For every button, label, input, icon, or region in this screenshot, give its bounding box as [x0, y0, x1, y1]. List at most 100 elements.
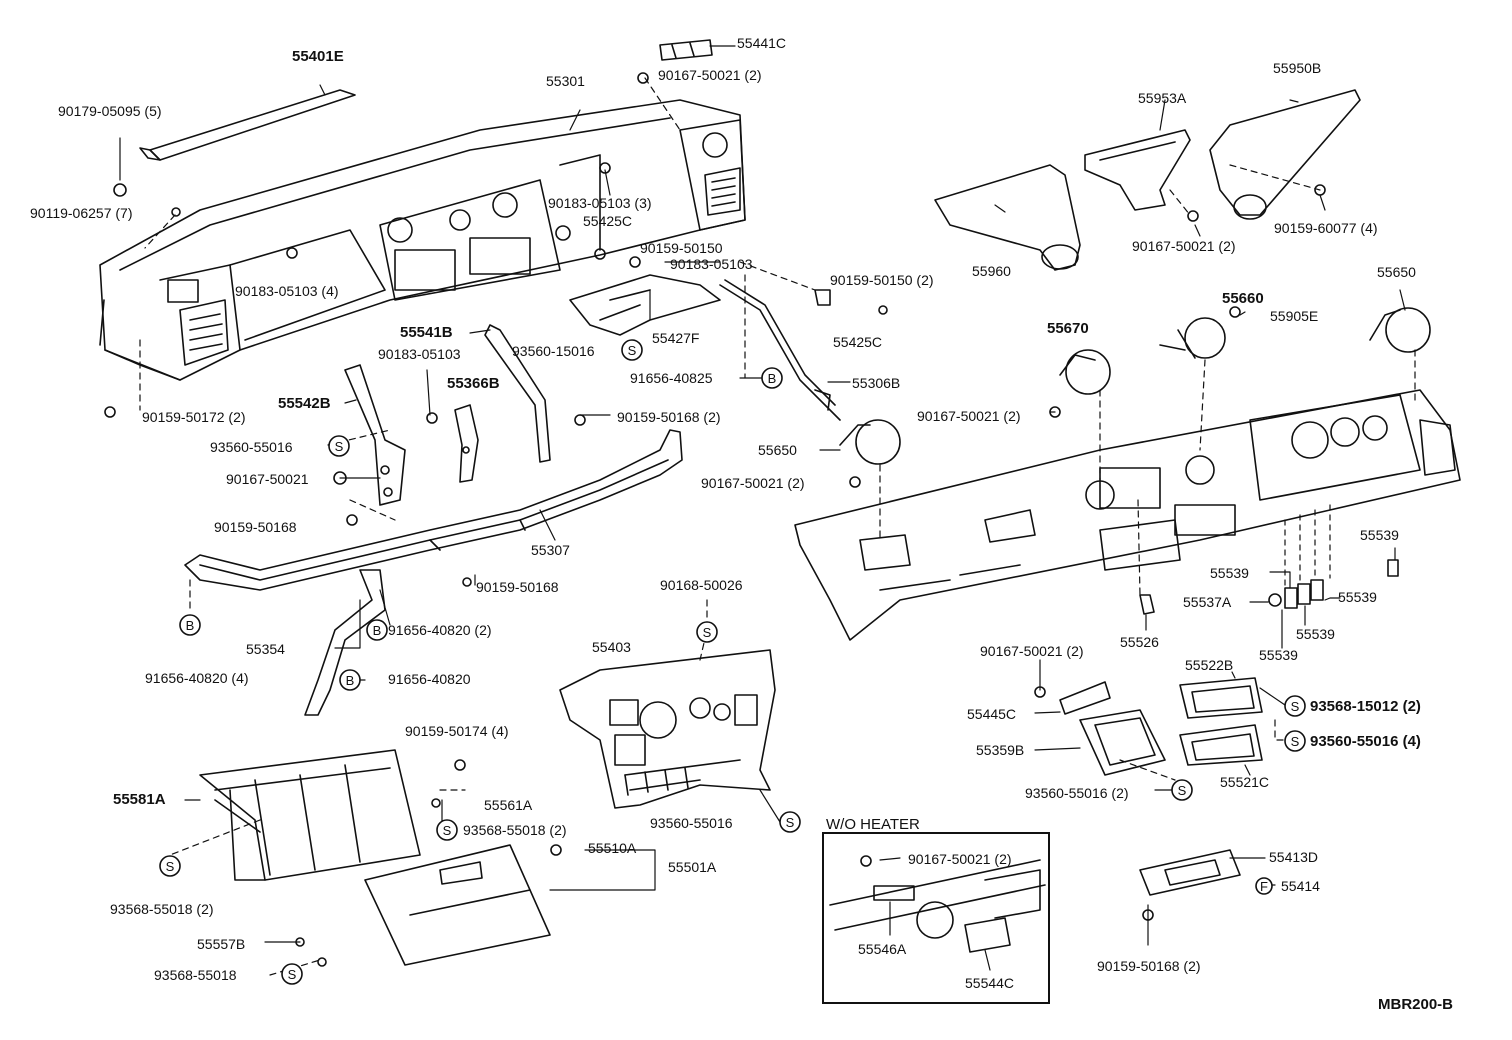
part-label: 55441C [737, 35, 787, 51]
callout-letters: S B S B B B S S S S S S S S F [166, 343, 1300, 982]
part-label: 90159-50150 [640, 240, 723, 256]
without-heater-inset [822, 832, 1050, 1004]
inset-title: W/O HEATER [826, 816, 920, 833]
callout-b: B [373, 623, 382, 638]
part-label: 93560-55016 [210, 439, 293, 455]
part-label: 55539 [1210, 565, 1249, 581]
part-label: 55526 [1120, 634, 1159, 650]
part-label: 93568-55018 (2) [110, 901, 214, 917]
vent-55670 [1059, 349, 1111, 395]
part-label: 55366B [447, 375, 500, 392]
instrument-panel-right [794, 389, 1461, 641]
part-label: 55354 [246, 641, 285, 657]
cluster-finish-panel-55403 [559, 649, 776, 809]
part-label: 91656-40820 (2) [388, 622, 492, 638]
part-label: 90159-60077 (4) [1274, 220, 1378, 236]
bracket-55445c [1059, 681, 1111, 715]
part-label: 90183-05103 (3) [548, 195, 652, 211]
part-label: 55539 [1296, 626, 1335, 642]
callout-b: B [346, 673, 355, 688]
part-label: 55359B [976, 742, 1025, 758]
duct-55960 [934, 164, 1081, 271]
rod-55306b [719, 279, 841, 421]
part-label: 55413D [1269, 849, 1319, 865]
part-label: 93568-55018 (2) [463, 822, 567, 838]
part-label: 90159-50168 [476, 579, 559, 595]
part-label: 55501A [668, 859, 717, 875]
part-label: 55541B [400, 324, 453, 341]
callout-s: S [628, 343, 637, 358]
reinforcement-55307 [184, 429, 683, 591]
part-label: 55660 [1222, 290, 1264, 307]
part-label: 55427F [652, 330, 700, 346]
part-label: 55414 [1281, 878, 1320, 894]
bracket-55427f [569, 274, 721, 336]
bar-55541b [484, 324, 551, 463]
glove-box-door-55501a [364, 844, 551, 966]
part-label: 55557B [197, 936, 246, 952]
callout-s: S [1178, 783, 1187, 798]
part-label: 55650 [1377, 264, 1416, 280]
fasteners [104, 72, 1326, 967]
part-label: 90179-05095 (5) [58, 103, 162, 119]
duct-55950b [1209, 89, 1361, 220]
vent-55650-left [839, 419, 901, 465]
part-label: 90167-50021 [226, 471, 309, 487]
callout-s: S [703, 625, 712, 640]
duct-55953a [1084, 129, 1191, 211]
part-label: 90159-50168 [214, 519, 297, 535]
diagram-code: MBR200-B [1378, 996, 1454, 1013]
part-label: 55425C [833, 334, 883, 350]
clip-55441c [659, 39, 713, 61]
brace-55354 [304, 569, 386, 716]
part-label: 55307 [531, 542, 570, 558]
part-label: 55953A [1138, 90, 1187, 106]
part-label: 55650 [758, 442, 797, 458]
part-label: 90167-50021 (2) [658, 67, 762, 83]
part-label: 55960 [972, 263, 1011, 279]
leader-lines [119, 45, 1416, 976]
part-label: 93560-15016 [512, 343, 595, 359]
part-label: 55581A [113, 791, 166, 808]
part-label: 55542B [278, 395, 331, 412]
part-label: 90167-50021 (2) [701, 475, 805, 491]
part-label: 93560-55016 (2) [1025, 785, 1129, 801]
box-55521c [1179, 724, 1263, 766]
part-label: 93568-55018 [154, 967, 237, 983]
part-label: 55445C [967, 706, 1017, 722]
callout-circles [159, 339, 1306, 985]
part-label: 55561A [484, 797, 533, 813]
part-label: 55544C [965, 975, 1015, 991]
part-label: 55546A [858, 941, 907, 957]
part-label: 55905E [1270, 308, 1319, 324]
part-label: 90167-50021 (2) [980, 643, 1084, 659]
callout-b: B [768, 371, 777, 386]
box-55522b [1179, 677, 1263, 719]
ashtray-55359b [1079, 709, 1166, 776]
bracket-55366b [454, 404, 479, 483]
glove-box-55581a [199, 749, 421, 881]
part-label: 55401E [292, 48, 344, 65]
part-label: 90167-50021 (2) [908, 851, 1012, 867]
callout-s: S [335, 439, 344, 454]
part-label: 90159-50168 (2) [617, 409, 721, 425]
callout-f: F [1260, 879, 1268, 894]
callout-s: S [288, 967, 297, 982]
bracket-55425c [814, 289, 831, 306]
part-label: 90183-05103 (4) [235, 283, 339, 299]
part-label: 55539 [1259, 647, 1298, 663]
panel-55413d [1139, 849, 1241, 896]
callout-s: S [786, 815, 795, 830]
part-label: 90167-50021 (2) [1132, 238, 1236, 254]
vent-55650-right [1369, 307, 1431, 353]
part-label: 55522B [1185, 657, 1234, 673]
part-label: 55306B [852, 375, 901, 391]
part-label: 55301 [546, 73, 585, 89]
part-label: 55537A [1183, 594, 1232, 610]
bracket-55542b [344, 364, 406, 506]
callout-s: S [443, 823, 452, 838]
part-label: 93568-15012 (2) [1310, 698, 1421, 715]
callout-b: B [186, 618, 195, 633]
